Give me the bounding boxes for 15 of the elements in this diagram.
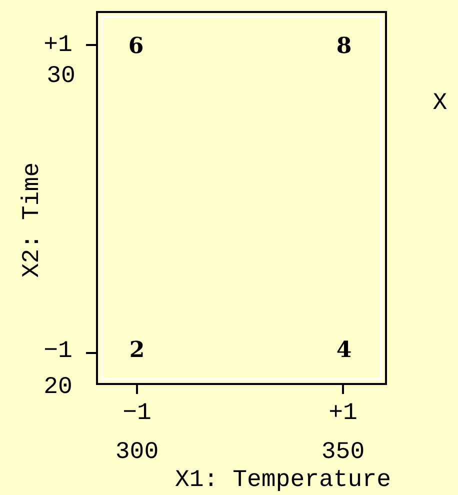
- tick-label: 350: [321, 441, 365, 465]
- tick-label: 20: [44, 376, 72, 400]
- axis-title: X1: Temperature: [174, 469, 392, 493]
- tick-label: −1: [122, 402, 152, 426]
- point-label: 2: [129, 339, 145, 361]
- point-label: 6: [128, 35, 144, 57]
- tick-label: 30: [46, 65, 76, 89]
- axis-title: X2: Time: [21, 162, 45, 278]
- tick-label: +1: [44, 34, 72, 58]
- point-label: 8: [336, 35, 352, 57]
- tick-label: −1: [44, 340, 72, 364]
- point-label: 4: [336, 339, 352, 361]
- cut-off-text: X: [432, 92, 448, 116]
- tick-label: 300: [115, 441, 159, 465]
- tick-label: +1: [328, 402, 358, 426]
